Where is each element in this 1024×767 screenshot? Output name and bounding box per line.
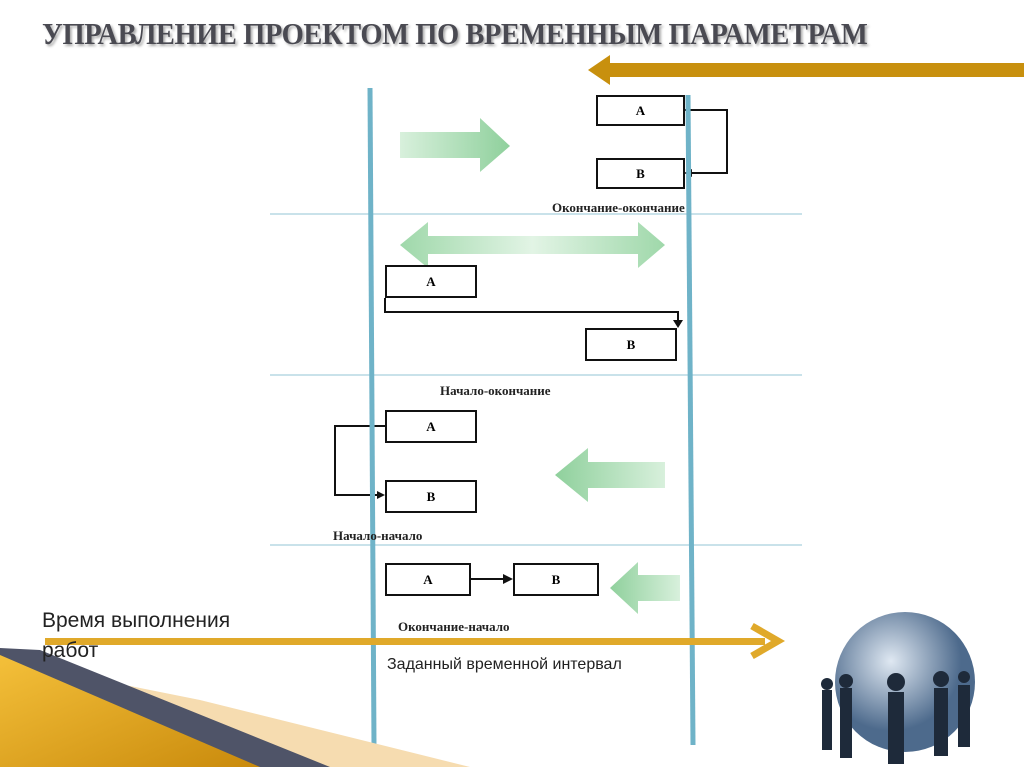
activity-b-box: B [385, 480, 477, 513]
activity-a-box: A [385, 410, 477, 443]
activity-b-box: B [585, 328, 677, 361]
relation-label-finish-finish: Окончание-окончание [552, 200, 685, 215]
business-globe-image [821, 612, 975, 764]
green-arrow-left [555, 448, 665, 502]
activity-b-box: B [596, 158, 685, 189]
corner-decoration [0, 648, 470, 767]
execution-time-label: Время выполнения работ [42, 606, 230, 666]
activity-a-box: A [385, 265, 477, 298]
execution-time-line1: Время выполнения [42, 609, 231, 632]
green-arrow-right [400, 118, 510, 172]
green-arrow-left [610, 562, 680, 614]
time-axis-arrow [45, 622, 786, 660]
top-gold-arrow [588, 55, 1024, 85]
activity-b-box: B [513, 563, 599, 596]
connectors [334, 109, 728, 580]
relation-label-finish-start: Окончание-начало [398, 619, 510, 634]
execution-time-line2: работ [42, 639, 99, 662]
activity-a-box: A [385, 563, 471, 596]
time-boundaries [367, 87, 696, 746]
activity-a-box: A [596, 95, 685, 126]
green-double-arrow [400, 222, 665, 268]
relation-label-start-finish: Начало-окончание [440, 383, 551, 398]
interval-label: Заданный временной интервал [387, 656, 622, 673]
section-dividers [270, 213, 802, 546]
relation-label-start-start: Начало-начало [333, 528, 423, 543]
slide-title: УПРАВЛЕНИЕ ПРОЕКТОМ ПО ВРЕМЕННЫМ ПАРАМЕТ… [42, 16, 868, 51]
